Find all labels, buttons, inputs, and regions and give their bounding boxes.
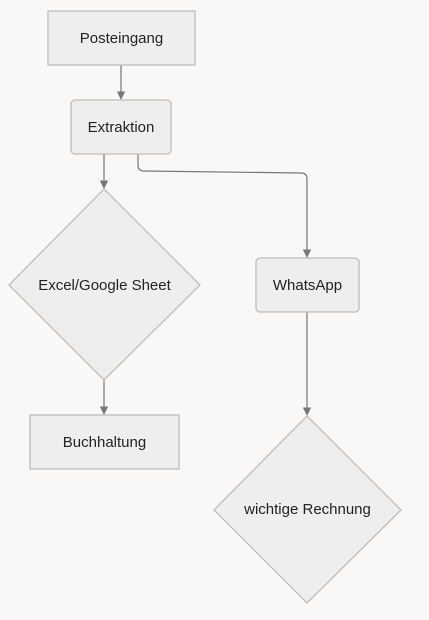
- node-extraktion-label: Extraktion: [88, 119, 155, 136]
- node-extraktion[interactable]: Extraktion: [70, 99, 172, 155]
- node-posteingang[interactable]: Posteingang: [47, 10, 196, 66]
- node-rechnung[interactable]: wichtige Rechnung: [213, 415, 402, 604]
- edges: [99, 65, 312, 416]
- node-whatsapp-label: WhatsApp: [273, 277, 342, 294]
- node-rechnung-label: wichtige Rechnung: [243, 501, 371, 518]
- edge-extraktion-whatsapp: [137, 154, 312, 258]
- node-buchhaltung-label: Buchhaltung: [63, 434, 146, 451]
- node-excel-label: Excel/Google Sheet: [38, 277, 171, 294]
- node-buchhaltung[interactable]: Buchhaltung: [29, 414, 180, 470]
- node-whatsapp[interactable]: WhatsApp: [255, 257, 360, 313]
- node-posteingang-label: Posteingang: [80, 30, 163, 47]
- node-excel[interactable]: Excel/Google Sheet: [8, 188, 201, 381]
